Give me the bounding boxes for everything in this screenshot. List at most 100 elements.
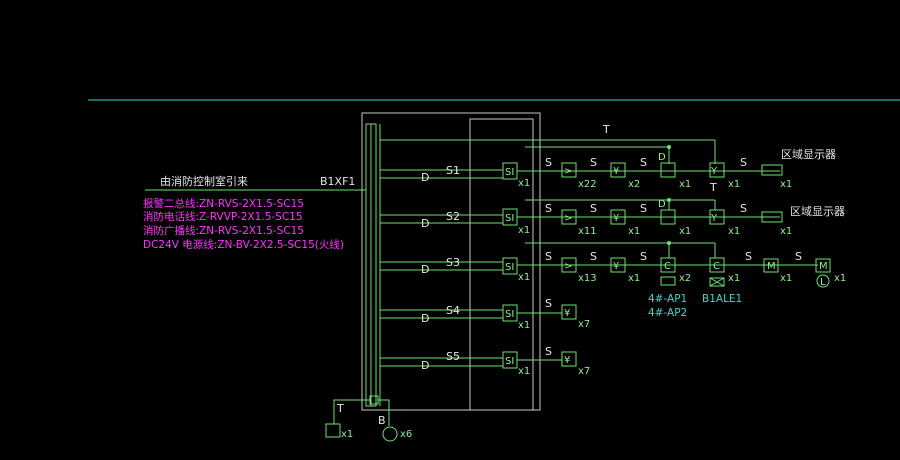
circuit-name: S1: [446, 164, 460, 177]
bus-label: D: [421, 217, 429, 230]
phone-line-label: T: [336, 402, 344, 415]
circuit-name: S4: [446, 304, 460, 317]
svg-text:x1: x1: [780, 226, 792, 237]
svg-text:x1: x1: [834, 273, 846, 284]
svg-text:SI: SI: [505, 309, 514, 320]
ref-ap2: 4#-AP2: [648, 307, 687, 319]
svg-text:x1: x1: [518, 225, 530, 236]
svg-text:S: S: [545, 250, 552, 263]
level-monitor: [815, 258, 831, 273]
svg-text:x1: x1: [728, 226, 740, 237]
circuit-s4: D S4 SI x1 S ¥ x7: [380, 297, 590, 331]
svg-text:x2: x2: [679, 273, 691, 284]
svg-text:x1: x1: [679, 179, 691, 190]
svg-text:¥: ¥: [613, 166, 619, 177]
svg-text:x7: x7: [578, 319, 590, 330]
smoke-detector: [561, 209, 577, 225]
circuit-s2: D S2 SI x1 S > x11 S ¥ x1 S D x1 Y x1 S …: [380, 198, 845, 237]
svg-text:x1: x1: [728, 273, 740, 284]
phone-count: x1: [341, 429, 353, 440]
svg-text:Y: Y: [710, 213, 718, 224]
trunk-label-t: T: [602, 123, 610, 136]
svg-text:¥: ¥: [564, 308, 570, 319]
svg-text:D: D: [658, 199, 666, 210]
circuit-s3: D S3 SI x1 S > x13 S ¥ x1 S C x2 C x1 S …: [380, 241, 846, 319]
svg-text:x1: x1: [518, 366, 530, 377]
svg-text:S: S: [590, 250, 597, 263]
circuit-s1: D S1 SI x1 S > x22 S ¥ x2 S D x1 Y T x1 …: [380, 148, 836, 194]
svg-text:S: S: [795, 250, 802, 263]
svg-text:>: >: [564, 213, 572, 224]
svg-text:SI: SI: [505, 356, 514, 367]
isolator-module: [502, 257, 518, 275]
heat-detector: [610, 257, 626, 273]
bus-label: D: [421, 263, 429, 276]
svg-text:x1: x1: [628, 273, 640, 284]
circuit-name: S3: [446, 256, 460, 269]
svg-text:S: S: [640, 250, 647, 263]
broadcast-line-label: B: [378, 414, 386, 427]
smoke-detector: [561, 162, 577, 178]
svg-text:M: M: [767, 261, 776, 272]
smoke-detector: [561, 257, 577, 273]
svg-text:>: >: [564, 261, 572, 272]
circuit-s5: D S5 SI x1 S ¥ x7: [380, 345, 590, 377]
svg-text:S: S: [545, 345, 552, 358]
svg-text:S: S: [740, 202, 747, 215]
ref-b1ale1: B1ALE1: [702, 293, 742, 305]
svg-text:S: S: [640, 202, 647, 215]
hydrant-button: [709, 162, 725, 178]
svg-text:S: S: [640, 156, 647, 169]
svg-text:¥: ¥: [564, 355, 570, 366]
svg-text:SI: SI: [505, 167, 514, 178]
heat-detector: [610, 209, 626, 225]
hydrant-button: [709, 209, 725, 225]
svg-text:Y: Y: [710, 166, 718, 177]
area-display-label: 区域显示器: [781, 148, 836, 161]
svg-text:¥: ¥: [613, 261, 619, 272]
fire-telephone-icon: [325, 423, 341, 438]
svg-text:S: S: [745, 250, 752, 263]
svg-text:C: C: [713, 261, 720, 272]
svg-text:SI: SI: [505, 213, 514, 224]
svg-text:C: C: [664, 261, 671, 272]
svg-text:S: S: [740, 156, 747, 169]
svg-text:x1: x1: [679, 226, 691, 237]
circuit-name: S5: [446, 350, 460, 363]
ref-ap1: 4#-AP1: [648, 293, 687, 305]
svg-text:D: D: [658, 152, 666, 163]
svg-text:SI: SI: [505, 262, 514, 273]
svg-text:x1: x1: [728, 179, 740, 190]
cable-spec-4: DC24V 电源线:ZN-BV-2X2.5-SC15(火线): [143, 238, 344, 251]
manual-alarm-button: [660, 209, 676, 225]
cable-spec-1: 报警二总线:ZN-RVS-2X1.5-SC15: [143, 197, 304, 210]
svg-text:L: L: [820, 277, 826, 288]
heat-detector: [610, 162, 626, 178]
svg-text:S: S: [590, 156, 597, 169]
svg-text:x1: x1: [780, 179, 792, 190]
broadcast-speaker-icon: [382, 426, 398, 442]
svg-text:T: T: [709, 181, 717, 194]
cable-spec-2: 消防电话线:Z-RVVP-2X1.5-SC15: [143, 210, 303, 223]
cable-spec-3: 消防广播线:ZN-RVS-2X1.5-SC15: [143, 224, 304, 237]
manual-alarm-button: [660, 162, 676, 178]
broadcast-count: x6: [400, 429, 412, 440]
svg-text:x1: x1: [518, 272, 530, 283]
svg-text:S: S: [545, 297, 552, 310]
svg-text:S: S: [545, 202, 552, 215]
cabinet-frame: [361, 112, 541, 411]
circuit-name: S2: [446, 210, 460, 223]
bottom-devices: T x1 B x6: [325, 395, 412, 442]
area-display-panel: [761, 164, 783, 176]
svg-text:x1: x1: [518, 320, 530, 331]
control-module: [709, 257, 725, 273]
svg-text:x1: x1: [628, 226, 640, 237]
bus-label: D: [421, 359, 429, 372]
svg-text:¥: ¥: [613, 213, 619, 224]
control-module: [660, 257, 676, 273]
valve-monitor: [763, 258, 779, 273]
svg-text:M: M: [819, 261, 828, 272]
feed-source-label: 由消防控制室引来: [160, 174, 248, 188]
svg-text:x1: x1: [780, 273, 792, 284]
